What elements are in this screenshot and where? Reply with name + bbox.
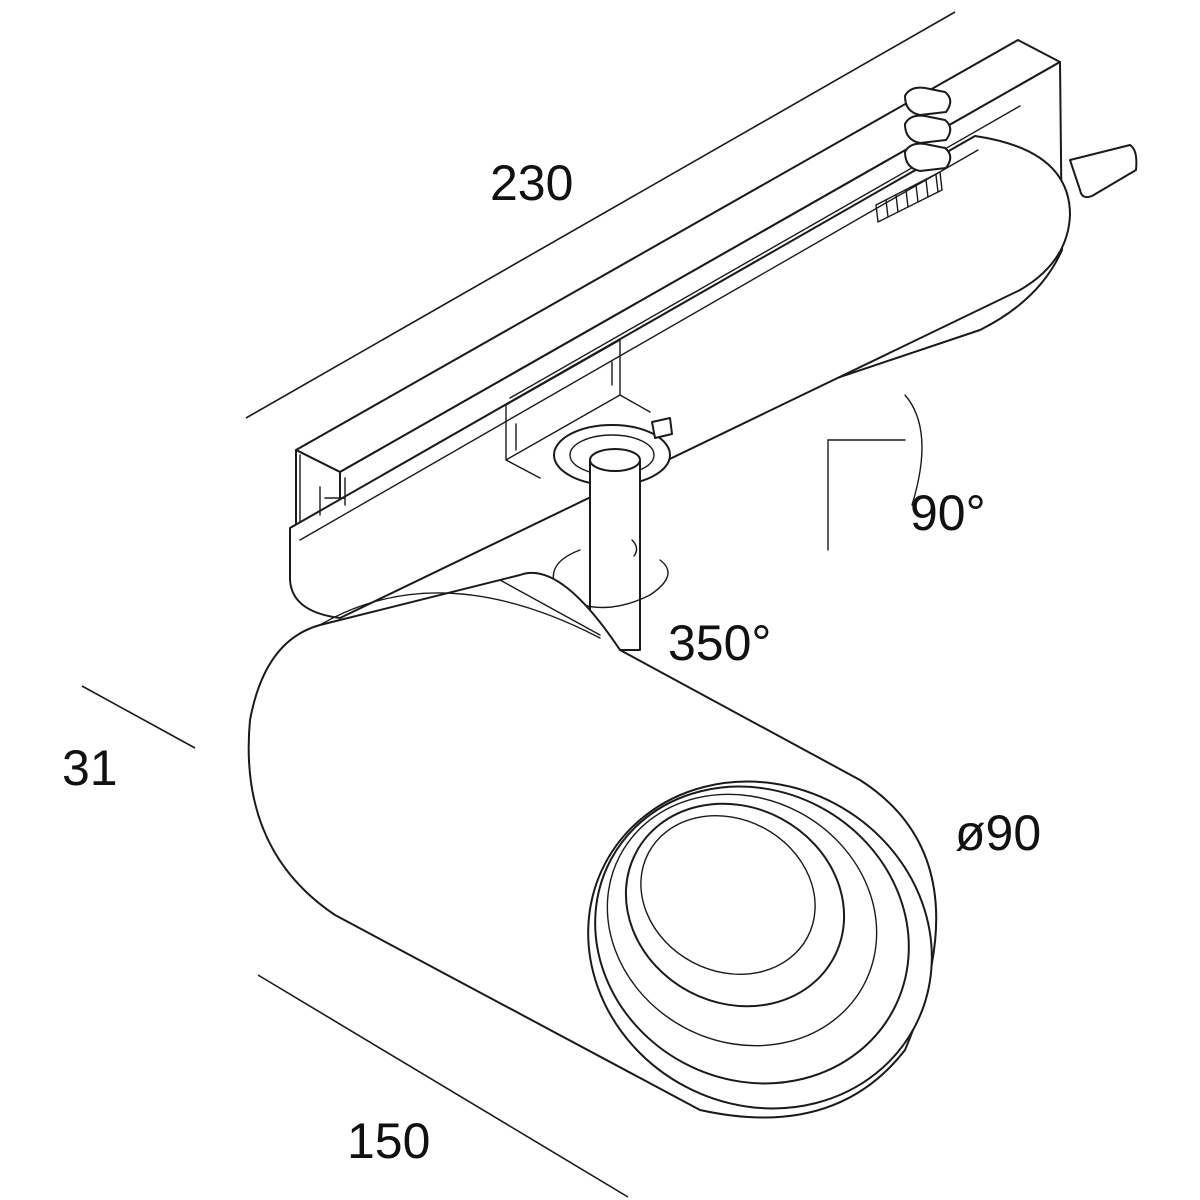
lens (587, 780, 933, 1110)
stem (552, 448, 669, 651)
length-label: 230 (490, 155, 573, 211)
rotation-angle-label: 350° (668, 615, 771, 671)
tilt-angle-indicator (827, 394, 923, 551)
tilt-angle-label: 90° (910, 485, 986, 541)
head-length-dimension-line (257, 974, 629, 1198)
length-dimension-line (245, 11, 956, 419)
offset-label: 31 (62, 740, 118, 796)
diameter-label: ø90 (955, 805, 1041, 861)
track-connector (875, 86, 1138, 223)
offset-dimension-line (81, 685, 196, 749)
head-length-label: 150 (347, 1113, 430, 1169)
track-adapter (289, 39, 1071, 619)
